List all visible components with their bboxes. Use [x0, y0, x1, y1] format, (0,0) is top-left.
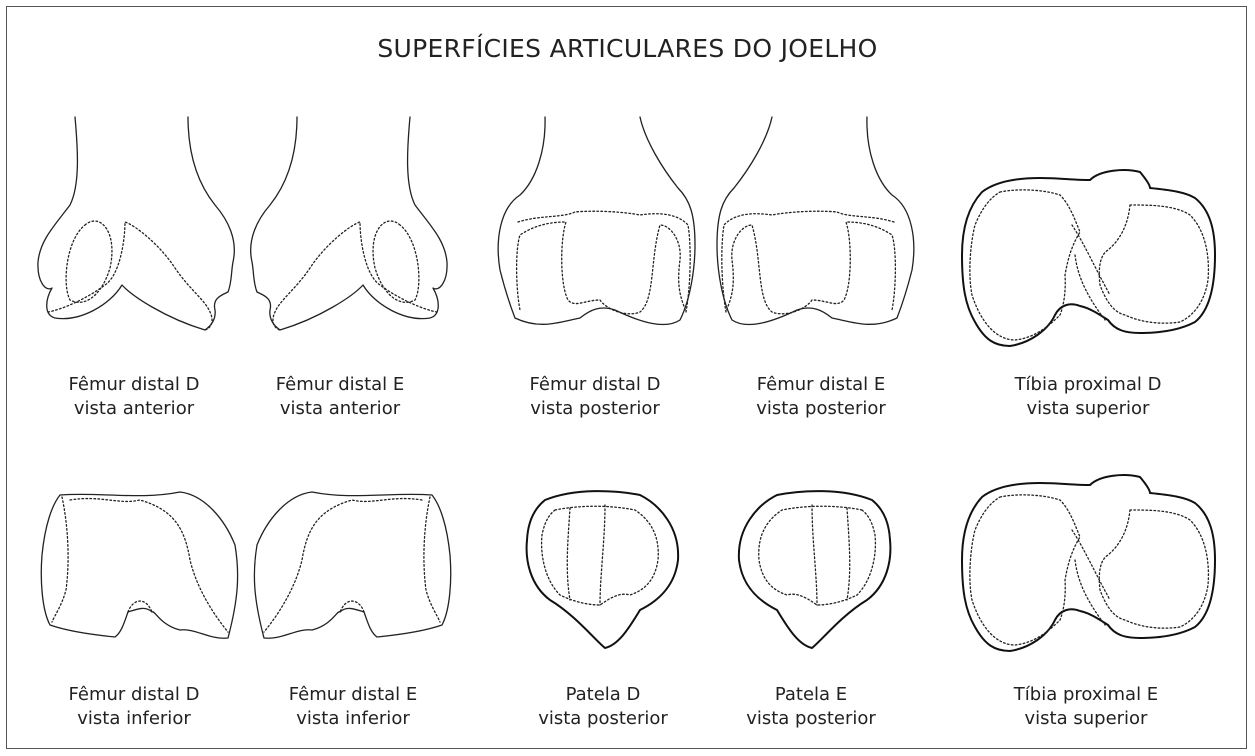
caption-femur-distal-e-anterior: Fêmur distal E vista anterior: [240, 373, 440, 421]
caption-femur-distal-e-inferior: Fêmur distal E vista inferior: [253, 683, 453, 731]
caption-line2: vista superior: [988, 397, 1188, 421]
caption-femur-distal-d-posterior: Fêmur distal D vista posterior: [495, 373, 695, 421]
femur-distal-e-posterior-drawing: [717, 117, 914, 325]
caption-tibia-proximal-e-superior: Tíbia proximal E vista superior: [986, 683, 1186, 731]
caption-tibia-proximal-d-superior: Tíbia proximal D vista superior: [988, 373, 1188, 421]
caption-line2: vista posterior: [495, 397, 695, 421]
caption-line1: Patela E: [711, 683, 911, 707]
tibia-proximal-d-superior-drawing: [962, 170, 1215, 346]
patela-d-posterior-drawing: [527, 491, 679, 648]
caption-line1: Fêmur distal E: [721, 373, 921, 397]
caption-line2: vista inferior: [253, 707, 453, 731]
caption-line1: Patela D: [503, 683, 703, 707]
caption-line1: Fêmur distal E: [253, 683, 453, 707]
caption-line1: Fêmur distal D: [495, 373, 695, 397]
femur-distal-d-inferior-drawing: [41, 492, 237, 638]
femur-distal-d-anterior-drawing: [38, 117, 234, 330]
caption-line2: vista posterior: [711, 707, 911, 731]
caption-femur-distal-e-posterior: Fêmur distal E vista posterior: [721, 373, 921, 421]
caption-line1: Fêmur distal E: [240, 373, 440, 397]
caption-line2: vista superior: [986, 707, 1186, 731]
caption-patela-e-posterior: Patela E vista posterior: [711, 683, 911, 731]
caption-femur-distal-d-anterior: Fêmur distal D vista anterior: [34, 373, 234, 421]
caption-line2: vista inferior: [34, 707, 234, 731]
caption-femur-distal-d-inferior: Fêmur distal D vista inferior: [34, 683, 234, 731]
caption-line2: vista posterior: [503, 707, 703, 731]
caption-line2: vista anterior: [34, 397, 234, 421]
caption-line1: Fêmur distal D: [34, 373, 234, 397]
caption-line1: Tíbia proximal D: [988, 373, 1188, 397]
femur-distal-e-anterior-drawing: [251, 117, 447, 330]
caption-patela-d-posterior: Patela D vista posterior: [503, 683, 703, 731]
femur-distal-e-inferior-drawing: [254, 492, 450, 638]
tibia-proximal-e-superior-drawing: [962, 475, 1215, 651]
patela-e-posterior-drawing: [739, 491, 891, 648]
caption-line1: Fêmur distal D: [34, 683, 234, 707]
caption-line2: vista posterior: [721, 397, 921, 421]
caption-line2: vista anterior: [240, 397, 440, 421]
femur-distal-d-posterior-drawing: [498, 117, 695, 325]
caption-line1: Tíbia proximal E: [986, 683, 1186, 707]
